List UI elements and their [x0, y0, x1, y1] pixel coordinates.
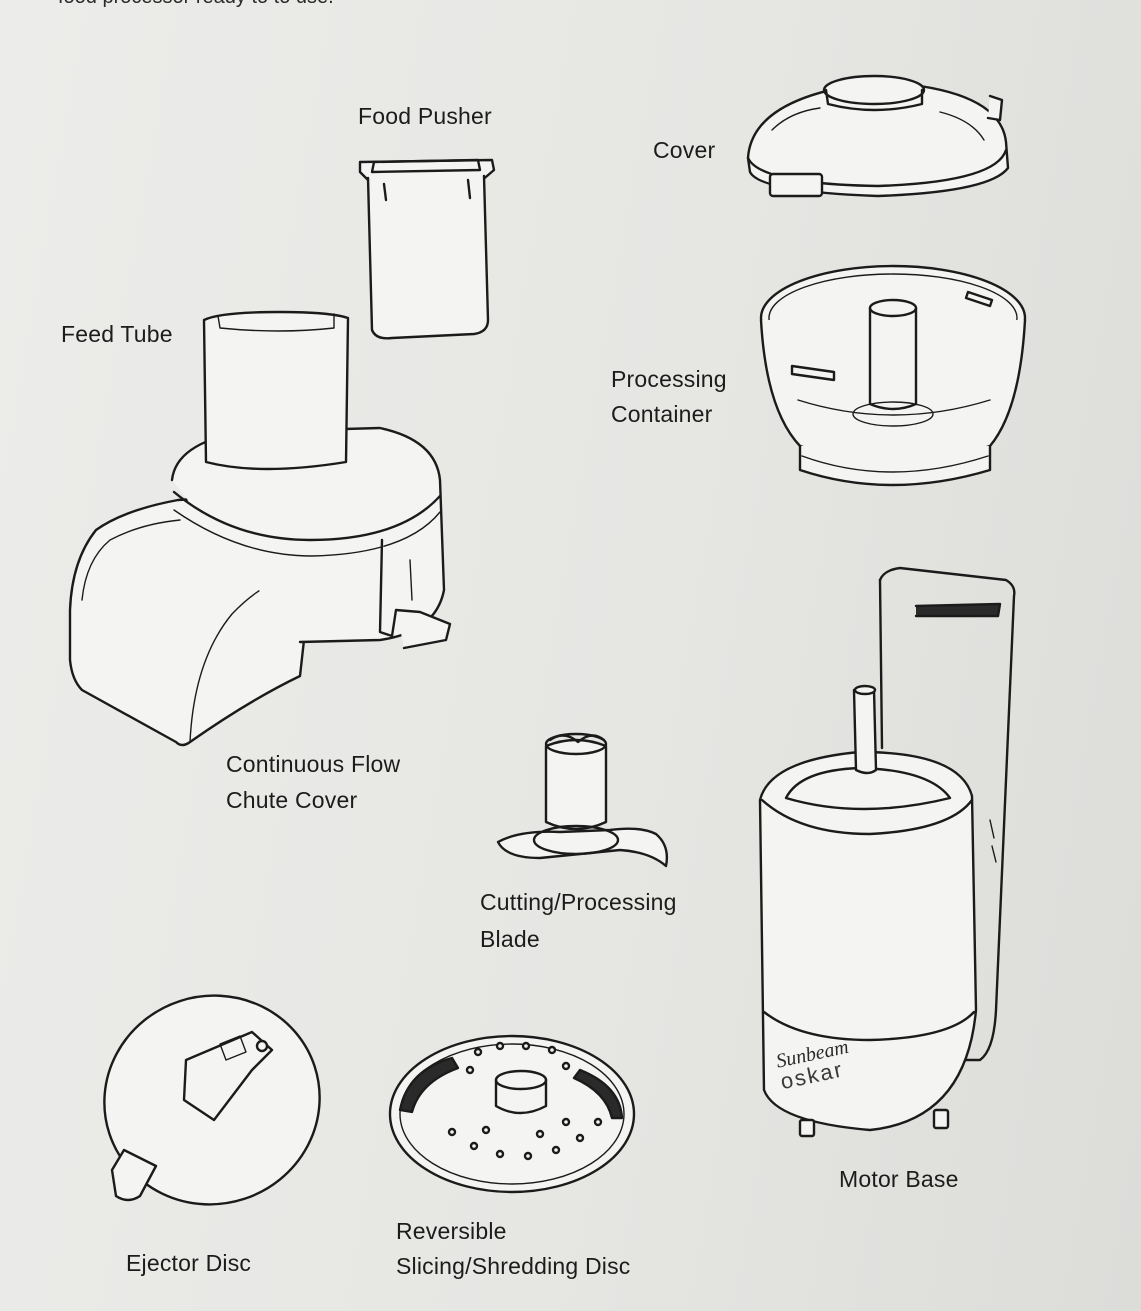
- cutting-blade-label-line2: Blade: [480, 926, 540, 952]
- cutting-blade-drawing: [496, 732, 669, 868]
- feed-tube-label: Feed Tube: [61, 321, 173, 347]
- cover-drawing: [746, 74, 1010, 198]
- slicing-disc-drawing: [388, 1034, 636, 1194]
- processing-container-drawing: [759, 264, 1027, 487]
- cutting-blade-label-line1: Cutting/Processing: [480, 889, 677, 915]
- food-pusher-drawing: [358, 158, 496, 340]
- chute-cover-label-line1: Continuous Flow: [226, 751, 401, 777]
- reversible-disc-label-line2: Slicing/Shredding Disc: [396, 1253, 631, 1279]
- cover-label: Cover: [653, 137, 716, 163]
- processing-container-label-line2: Container: [611, 401, 713, 427]
- ejector-disc-drawing: [103, 994, 321, 1206]
- motor-base-drawing: [758, 566, 1016, 1138]
- reversible-disc-label-line1: Reversible: [396, 1218, 507, 1244]
- chute-cover-drawing: [68, 310, 452, 747]
- chute-cover-label-line2: Chute Cover: [226, 787, 358, 813]
- motor-base-label: Motor Base: [839, 1166, 959, 1192]
- top-text-snippet: food processor ready to to use.: [58, 0, 334, 9]
- processing-container-label-line1: Processing: [611, 366, 727, 392]
- food-pusher-label: Food Pusher: [358, 103, 492, 129]
- ejector-disc-label: Ejector Disc: [126, 1250, 252, 1276]
